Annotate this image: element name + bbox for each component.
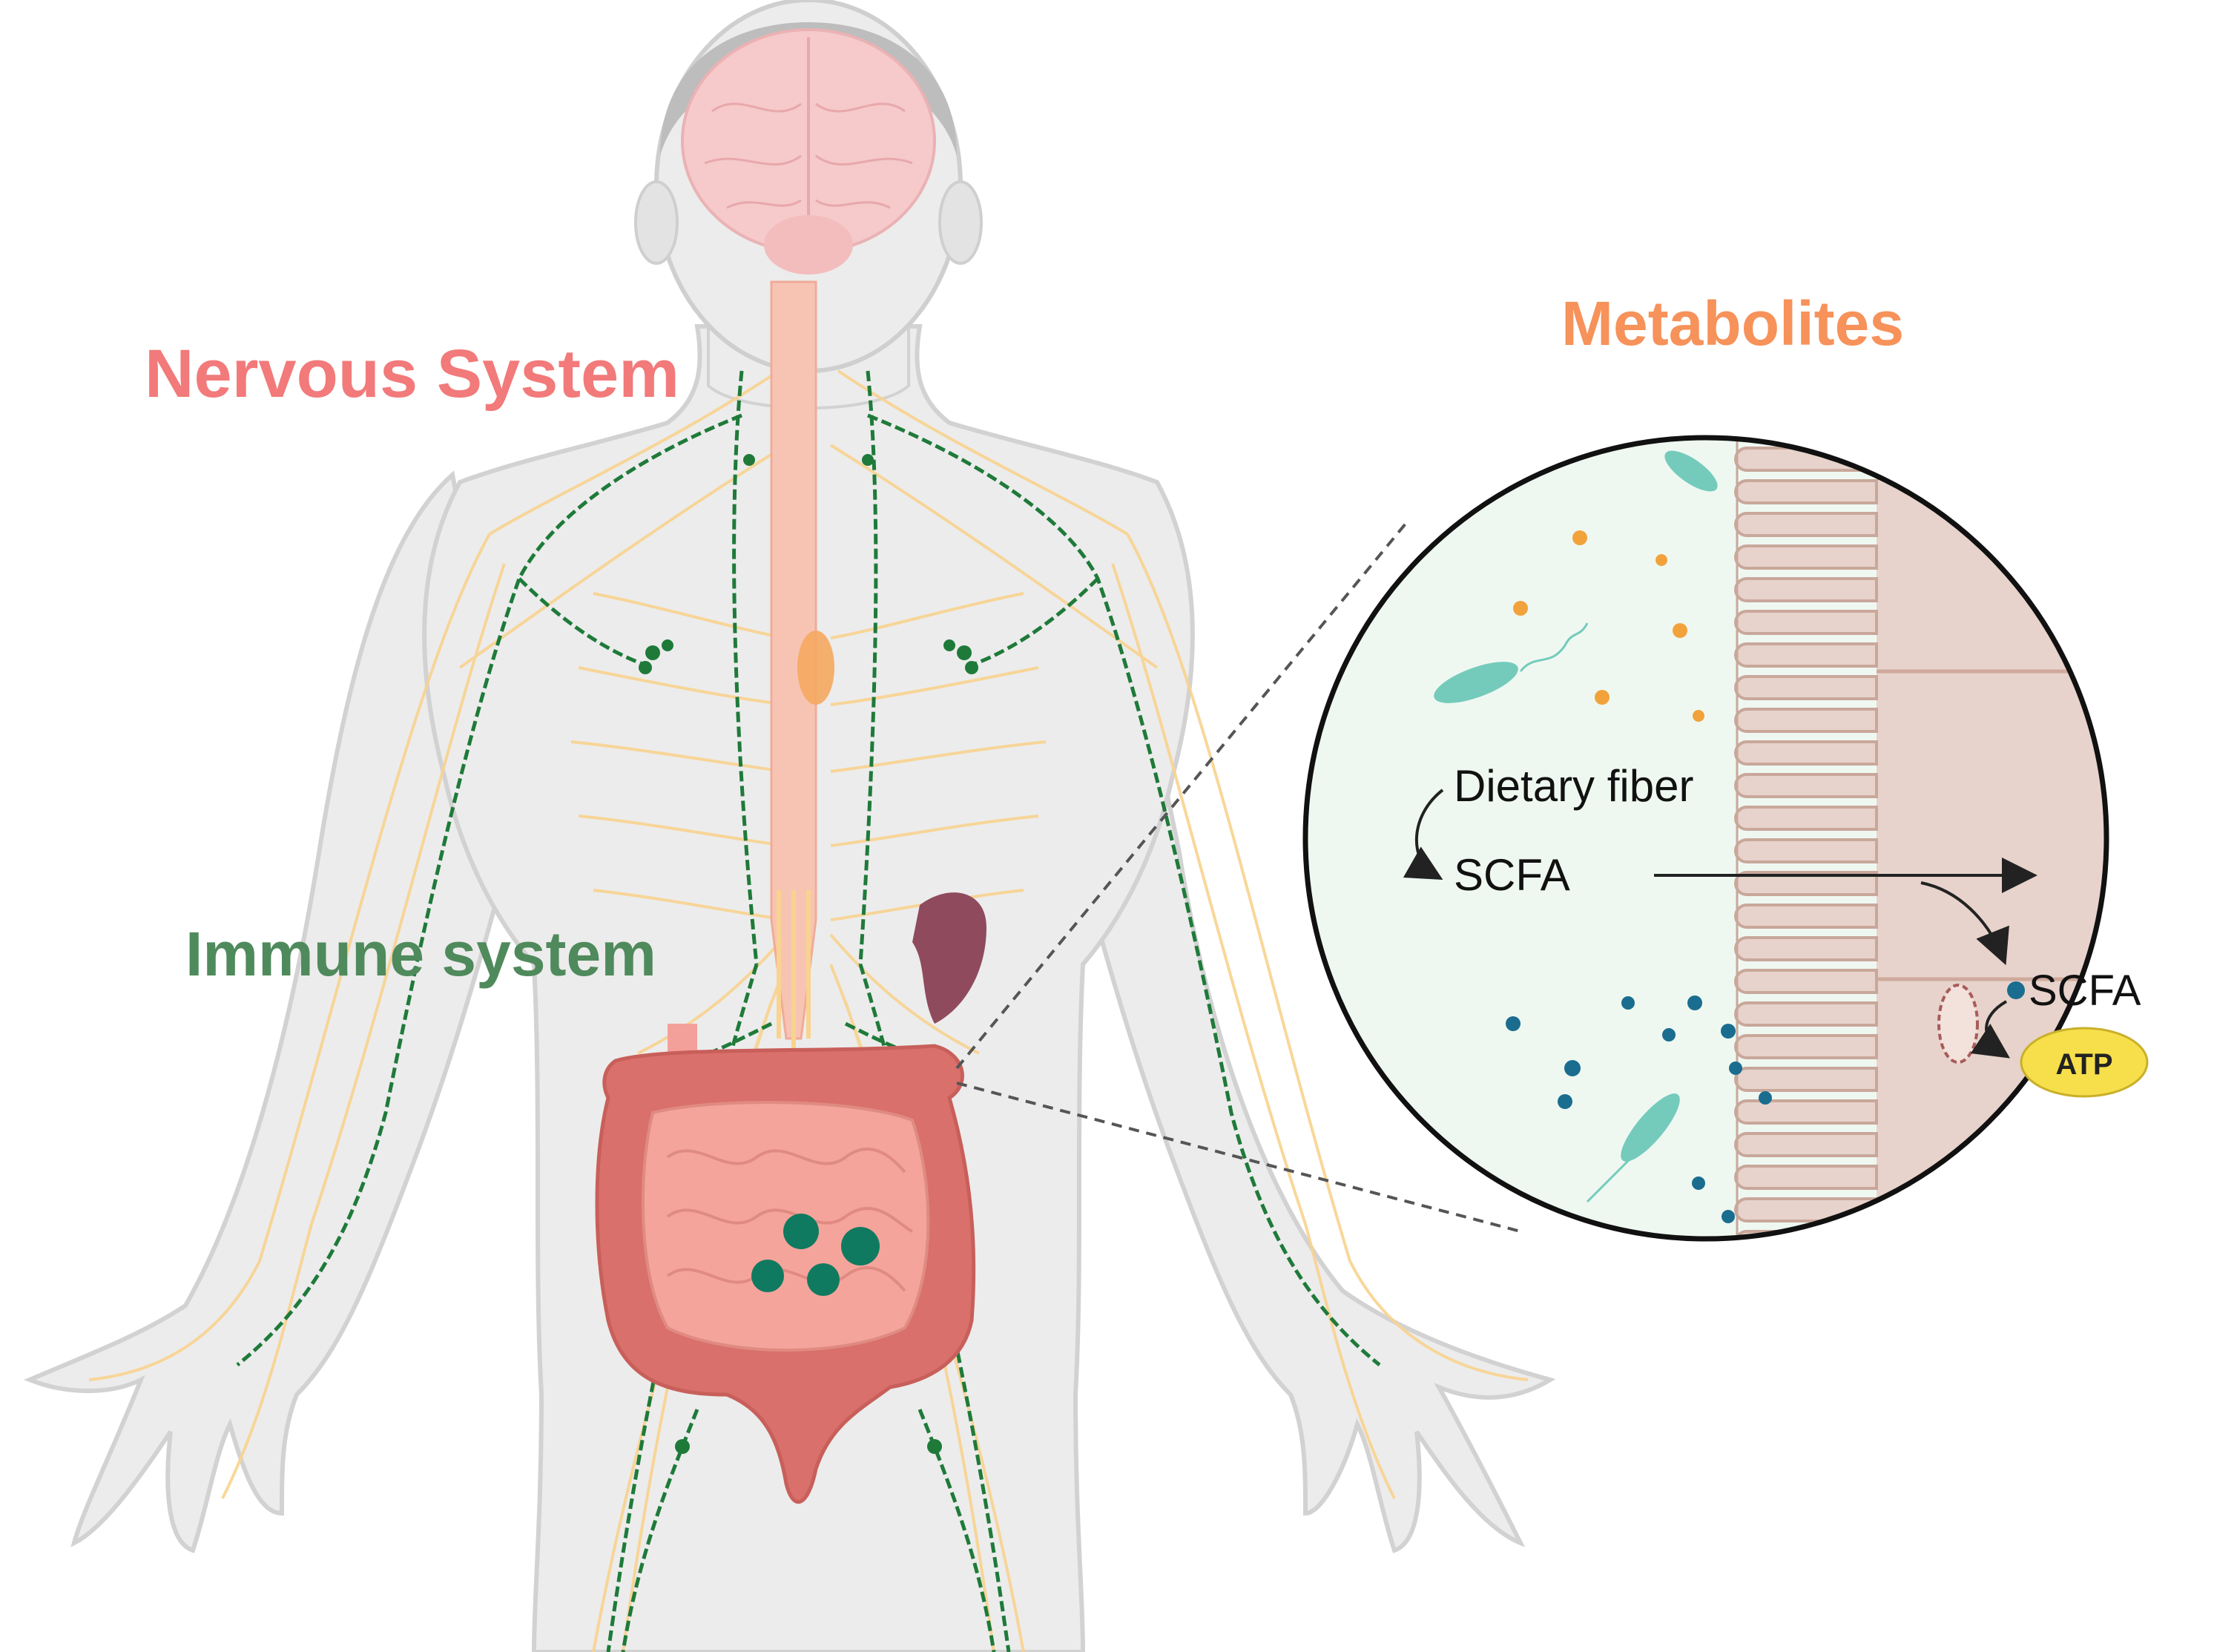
atp-badge	[2020, 1027, 2149, 1098]
right-ear	[938, 180, 983, 265]
spinal-cord	[770, 280, 817, 1040]
villus	[1734, 936, 1878, 961]
villus	[1734, 904, 1878, 929]
spleen	[912, 892, 986, 1024]
villus	[1734, 438, 1878, 439]
villus	[1734, 512, 1878, 537]
uptake-arrow	[1920, 881, 2009, 966]
villus	[1734, 479, 1878, 504]
villus	[1734, 1067, 1878, 1092]
mesenteric-lymph-nodes	[751, 1214, 880, 1296]
villus	[1736, 1264, 1877, 1286]
mitochondrion	[1937, 984, 1979, 1064]
left-arm	[24, 470, 522, 1553]
villi	[1734, 438, 1878, 1286]
villus	[1734, 740, 1878, 766]
lymph-node-clusters	[639, 454, 978, 1454]
villus	[1734, 969, 1878, 994]
scfa-lumen-label: SCFA	[1454, 850, 1570, 900]
villus	[1734, 1001, 1878, 1027]
atp-label: ATP	[2055, 1048, 2112, 1081]
zoom-lines	[955, 518, 1521, 1233]
scfa-cell-label: SCFA	[2029, 967, 2141, 1015]
bacteria	[1434, 450, 1718, 1162]
left-ear	[634, 180, 679, 265]
immune-system-label: Immune system	[185, 919, 656, 989]
villus	[1734, 806, 1878, 831]
villus	[1734, 1034, 1878, 1059]
villus	[1734, 610, 1878, 635]
nervous-system-label: Nervous System	[145, 336, 679, 412]
fermentation-arrow	[1403, 789, 1444, 880]
cell-nucleus	[2121, 697, 2237, 875]
epithelial-cells	[1877, 438, 2106, 1239]
villus	[1734, 838, 1878, 863]
fiber-particles	[1513, 530, 1704, 722]
villus	[1734, 642, 1878, 668]
villus	[1734, 773, 1878, 798]
villus	[1734, 544, 1878, 570]
villus	[1734, 708, 1878, 733]
adrenal-highlight	[797, 631, 834, 705]
intestinal-epithelium-inset	[1305, 438, 2237, 1286]
inset-arrows	[1403, 789, 2037, 1059]
brain	[681, 28, 936, 274]
villus	[1734, 577, 1878, 602]
villus	[1734, 675, 1878, 700]
atp-conversion-arrow	[1970, 1000, 2010, 1059]
cauda-equina	[777, 890, 811, 1053]
bacterial-flagella	[1519, 622, 1633, 1203]
villus	[1734, 1099, 1878, 1125]
scfa-molecule	[2007, 981, 2025, 999]
villus	[1734, 1132, 1878, 1157]
inset-border	[1302, 435, 2109, 1242]
metabolites-label: Metabolites	[1561, 289, 1904, 358]
villus	[1734, 871, 1878, 896]
scfa-particles	[1506, 996, 1772, 1223]
dietary-fiber-label: Dietary fiber	[1454, 761, 1693, 811]
villus	[1734, 1165, 1878, 1190]
